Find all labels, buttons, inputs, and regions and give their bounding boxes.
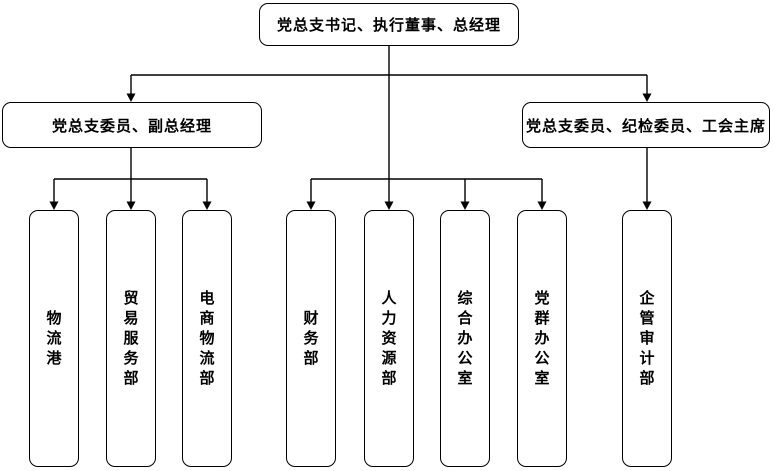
root-box-label: 党总支书记、执行董事、总经理 bbox=[276, 17, 501, 34]
dept-box-enterprise-audit: 企管审计部 bbox=[622, 210, 672, 467]
dept-logistics-port-label: 物流港 bbox=[46, 309, 62, 367]
arrowheads bbox=[49, 93, 652, 210]
dept-trade-service-label: 贸易服务部 bbox=[123, 289, 139, 387]
dept-box-general-office: 综合办公室 bbox=[440, 210, 490, 467]
dept-box-ecommerce-logistics: 电商物流部 bbox=[182, 210, 232, 467]
dept-enterprise-audit-label: 企管审计部 bbox=[639, 289, 655, 387]
dept-box-logistics-port: 物流港 bbox=[29, 210, 79, 467]
dept-box-trade-service: 贸易服务部 bbox=[106, 210, 156, 467]
dept-box-party-mass-office: 党群办公室 bbox=[517, 210, 567, 467]
dept-box-finance: 财务部 bbox=[286, 210, 336, 467]
root-box-party-secretary-director-gm: 党总支书记、执行董事、总经理 bbox=[259, 3, 519, 46]
dept-general-office-label: 综合办公室 bbox=[457, 289, 473, 387]
level2-discipline-union-label: 党总支委员、纪检委员、工会主席 bbox=[525, 117, 766, 135]
dept-finance-label: 财务部 bbox=[303, 309, 319, 367]
dept-human-resources-label: 人力资源部 bbox=[381, 289, 397, 387]
level2-box-discipline-union: 党总支委员、纪检委员、工会主席 bbox=[522, 102, 770, 148]
dept-ecommerce-logistics-label: 电商物流部 bbox=[199, 289, 215, 387]
dept-party-mass-office-label: 党群办公室 bbox=[534, 289, 550, 387]
dept-box-human-resources: 人力资源部 bbox=[364, 210, 414, 467]
level2-box-deputy-gm: 党总支委员、副总经理 bbox=[2, 102, 262, 148]
level2-deputy-gm-label: 党总支委员、副总经理 bbox=[51, 117, 212, 135]
